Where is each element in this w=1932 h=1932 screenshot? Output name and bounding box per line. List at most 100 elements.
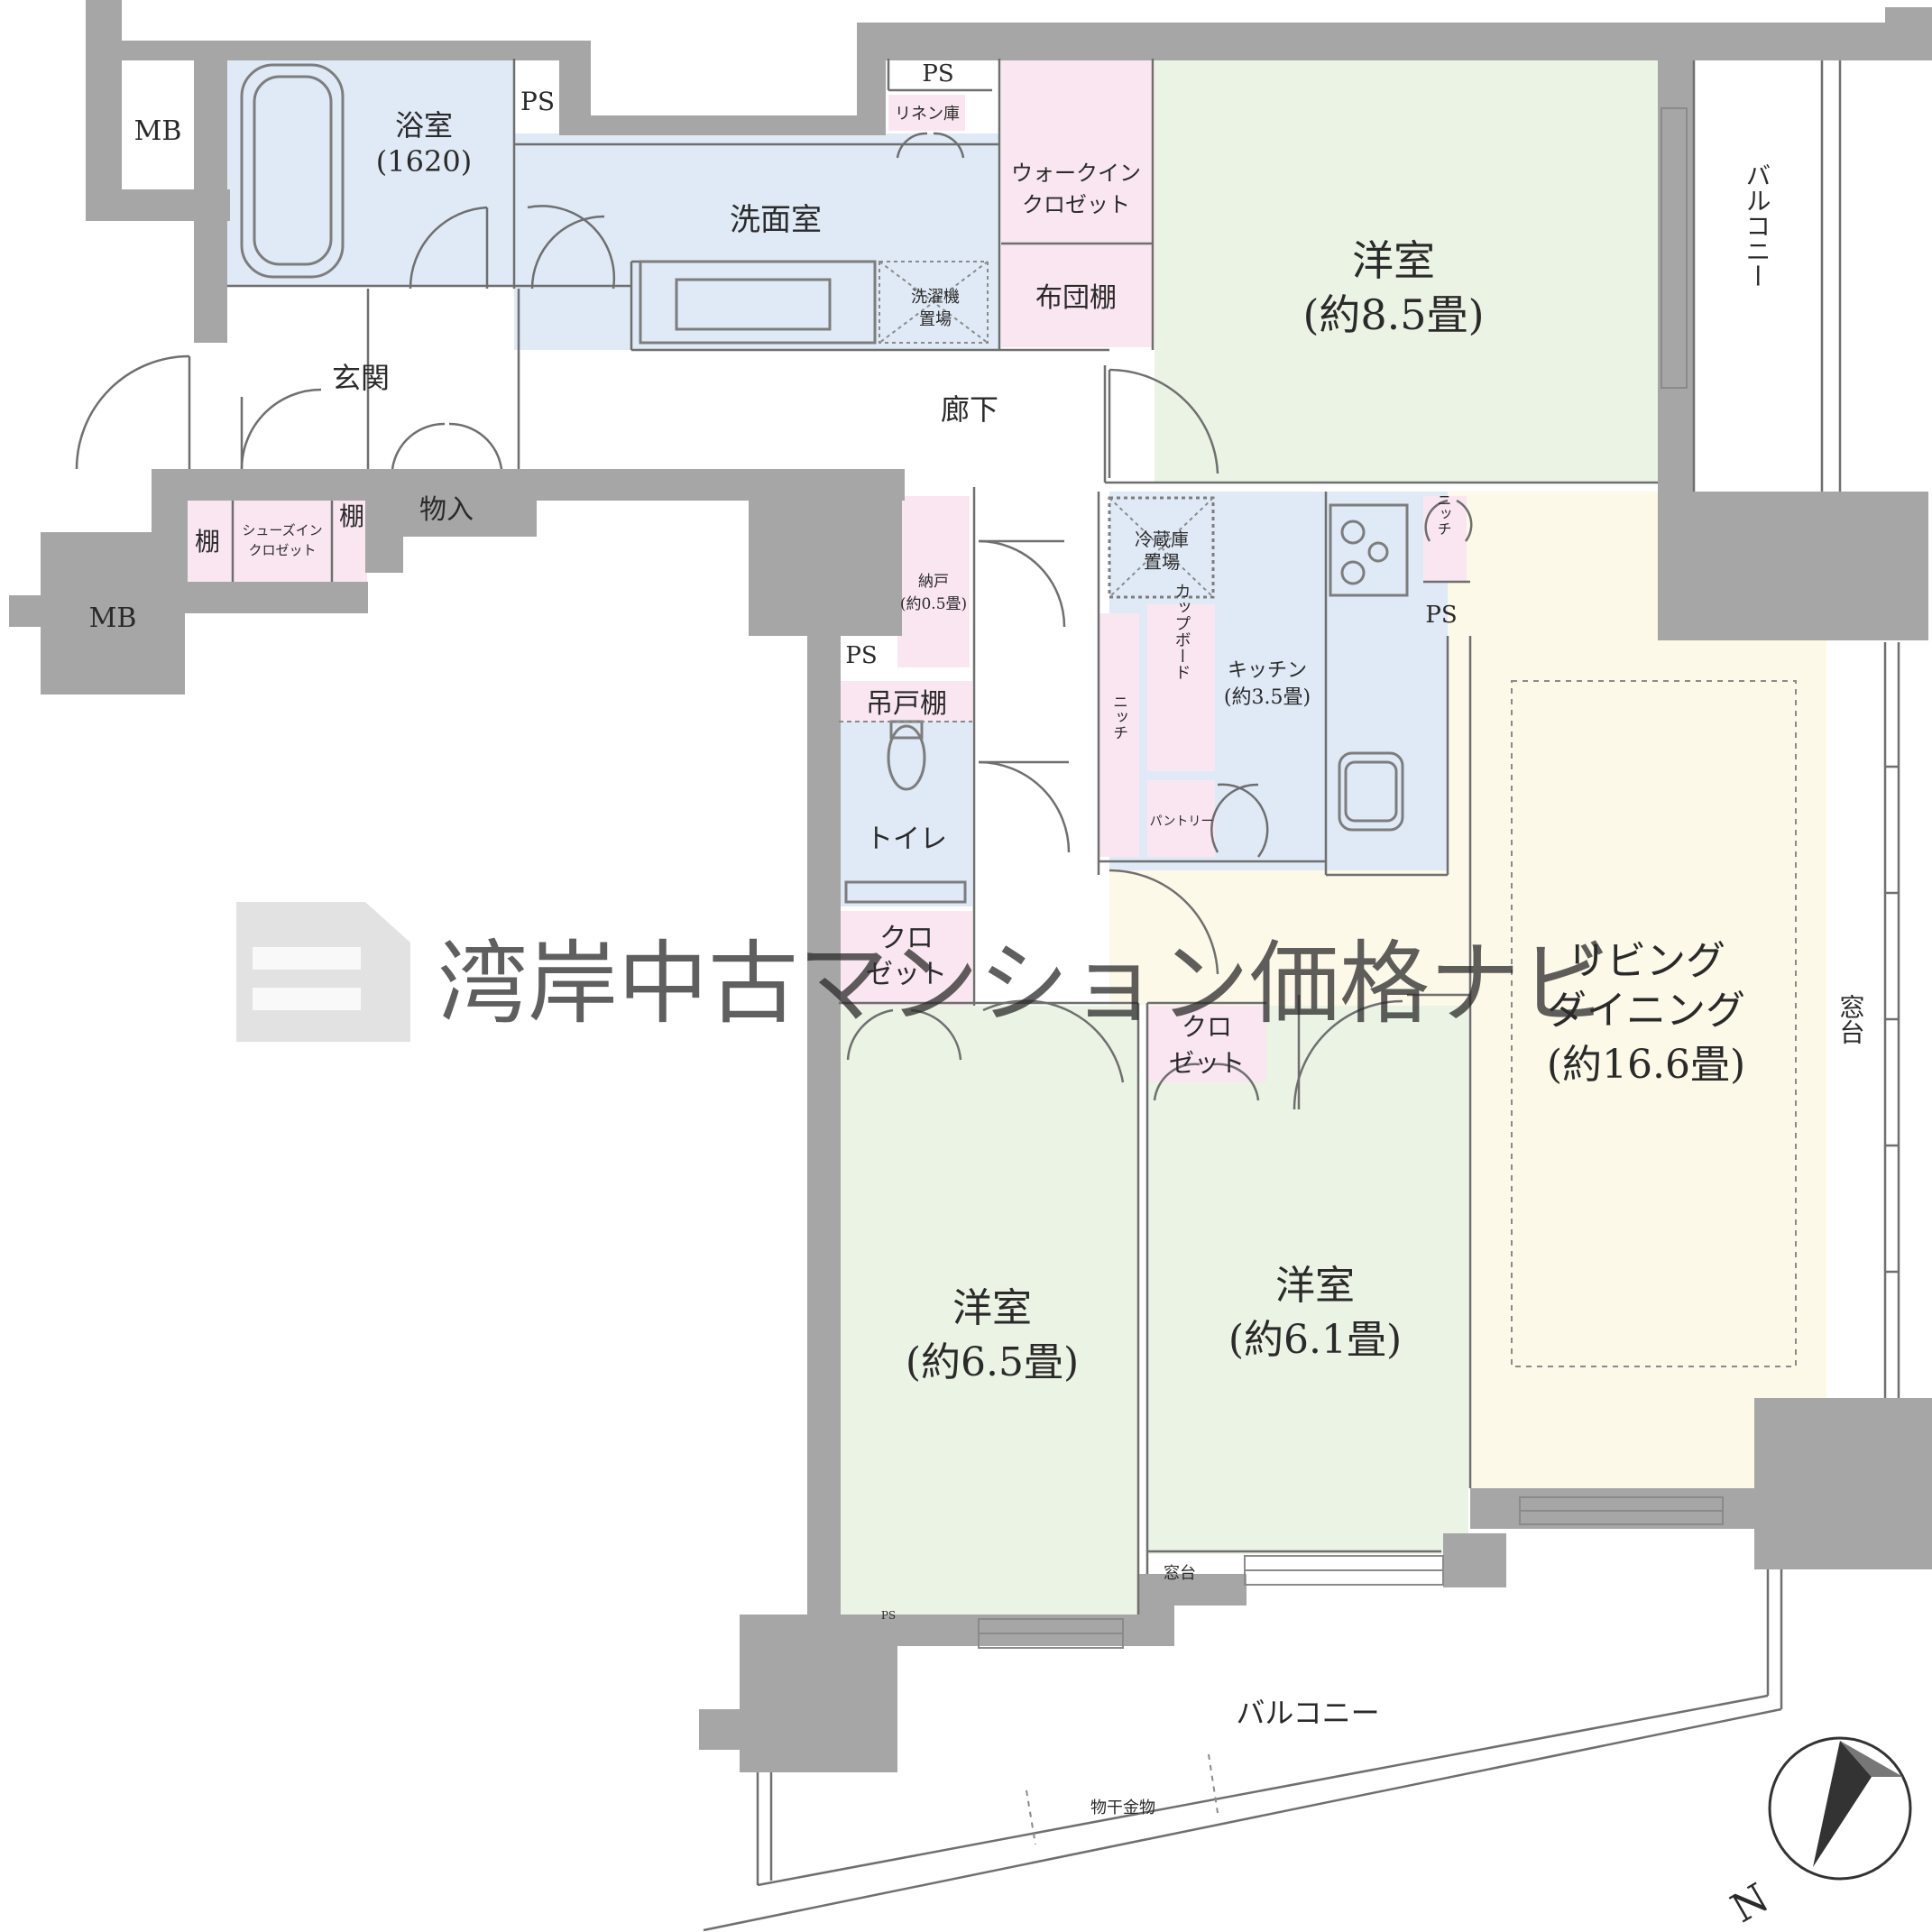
wall-bed61-bottom — [1138, 1574, 1247, 1605]
window-sill-bottom-label: 窓台 — [1164, 1564, 1196, 1583]
wall-right-column — [1658, 59, 1694, 492]
shelf-right-label: 棚 — [339, 501, 364, 531]
kitchen-fixtures — [1108, 496, 1409, 832]
bathtub — [240, 63, 489, 290]
wall-bed61-bottom-right — [1443, 1533, 1506, 1587]
wall-entry-corner — [749, 469, 902, 636]
walkin-label: ウォークイン — [1011, 161, 1141, 186]
toilet-label: トイレ — [866, 823, 947, 855]
compass — [1768, 1736, 1912, 1881]
wall-entry-step2 — [365, 532, 403, 573]
hanging-shelf-label: 吊戸棚 — [866, 688, 947, 720]
shoe-closet-label: シューズイン — [242, 522, 322, 538]
corridor-label: 廊下 — [941, 392, 998, 427]
bottom-windows — [978, 1496, 1724, 1649]
ps-top-label: PS — [922, 60, 953, 87]
closet-hall-fill — [839, 911, 972, 1006]
wall-lower-left-block — [41, 532, 185, 695]
washer-label: 洗濯機 — [911, 288, 960, 307]
futon-label: 布団棚 — [1035, 282, 1117, 314]
western-65-fill — [841, 1006, 1138, 1615]
toilet-fill — [839, 722, 972, 906]
labels: MB 浴室 (1620) PS PS リネン庫 洗面室 洗濯機 置場 ウォークイ… — [89, 60, 1866, 1932]
nando-fill — [897, 496, 970, 667]
western-85-size-label: (約8.5畳) — [1302, 290, 1484, 339]
niche-kitchen-label: ニッチ — [1109, 695, 1127, 741]
western-85-label: 洋室 — [1352, 236, 1435, 285]
bath-label: 浴室 — [395, 108, 453, 143]
compass-north-label: N — [1724, 1875, 1777, 1932]
living-label: リビング — [1567, 938, 1725, 984]
wall-bottom-left-block2 — [699, 1709, 744, 1750]
western-65-label: 洋室 — [952, 1285, 1032, 1331]
wall-mb-top-surround — [86, 59, 122, 212]
watermark-text: 湾岸中古マンション価格ナビ — [437, 931, 1610, 1036]
niche-kitchen-fill — [1099, 613, 1139, 857]
living-rug — [1511, 680, 1797, 1367]
watermark-logo-icon — [236, 902, 410, 1042]
fridge-label: 冷蔵庫 — [1135, 529, 1189, 550]
shoe-closet-fill — [187, 501, 367, 582]
closet-bed-label: クロ — [1182, 1012, 1232, 1042]
cupboard-fill — [1147, 604, 1215, 771]
hanging-shelf-fill — [839, 681, 972, 722]
kitchen-size-label: (約3.5畳) — [1224, 686, 1311, 709]
balcony-bottom — [703, 1569, 1783, 1932]
kitchen-label: キッチン — [1228, 659, 1307, 682]
room-fills — [187, 59, 1826, 1615]
ps-small-label: PS — [881, 1609, 896, 1622]
ps-toilet-label: PS — [845, 642, 877, 669]
window-sill-right-label: 窓台 — [1836, 994, 1866, 1044]
niche-top-label: ニッチ — [1435, 492, 1452, 536]
wall-living-bottom — [1470, 1488, 1759, 1529]
bath-size-label: (1620) — [376, 144, 472, 179]
western-61-label: 洋室 — [1275, 1263, 1355, 1309]
western-65-size-label: (約6.5畳) — [906, 1339, 1079, 1385]
living-label-2: ダイニング — [1547, 988, 1745, 1034]
linen-label: リネン庫 — [895, 105, 960, 124]
entrance-label: 玄関 — [332, 361, 390, 395]
closet-hall-label-2: ゼット — [866, 959, 947, 990]
wall-top-right-stub — [1885, 7, 1932, 60]
storage-label: 物入 — [419, 494, 474, 526]
walkin-fill — [1001, 59, 1153, 347]
shelf-left-label: 棚 — [195, 527, 220, 557]
washroom-fixtures — [527, 205, 989, 345]
balcony-right — [1661, 60, 1842, 492]
mb-bottom-label: MB — [89, 603, 137, 634]
compass-needle-icon — [1813, 1741, 1872, 1867]
wall-bath-left — [194, 59, 227, 343]
nando-label: 納戸 — [918, 573, 949, 591]
washroom-label: 洗面室 — [730, 202, 822, 238]
pantry-fill — [1147, 780, 1215, 857]
wall-top-row-left — [86, 41, 591, 60]
pantry-label: パントリー — [1150, 814, 1214, 829]
closet-bed-fill — [1147, 1006, 1266, 1082]
linen-fill — [888, 95, 965, 131]
walls — [9, 0, 1932, 1772]
living-size-label: (約16.6畳) — [1547, 1042, 1745, 1088]
western-61-fill — [1147, 1006, 1468, 1554]
fridge-label-2: 置場 — [1144, 551, 1180, 573]
ps-kitchen-label: PS — [1425, 602, 1457, 629]
watermark: 湾岸中古マンション価格ナビ — [236, 902, 1610, 1042]
nando-size-label: (約0.5畳) — [900, 595, 967, 613]
wall-right-bottom-block — [1754, 1398, 1932, 1569]
living-windows — [1883, 642, 1900, 1398]
living-lower-fill — [1109, 870, 1470, 1006]
western-85-fill — [1155, 59, 1660, 483]
cupboard-label: カップボード — [1173, 583, 1191, 680]
wall-top-notch-bottom — [559, 115, 875, 135]
balcony-right-label: バルコニー — [1743, 162, 1772, 289]
closet-hall-label: クロ — [879, 923, 934, 954]
wall-top-main — [857, 23, 1932, 60]
wall-entry-step — [365, 501, 537, 537]
toilet-fixtures — [839, 720, 972, 904]
wall-lower-left-ext — [9, 595, 45, 627]
balcony-bottom-label: バルコニー — [1236, 1696, 1379, 1730]
ps-bath-label: PS — [520, 87, 555, 116]
western-61-size-label: (約6.1畳) — [1228, 1317, 1402, 1363]
mb-top-label: MB — [134, 115, 182, 147]
wall-shoe-bottom — [152, 582, 368, 613]
